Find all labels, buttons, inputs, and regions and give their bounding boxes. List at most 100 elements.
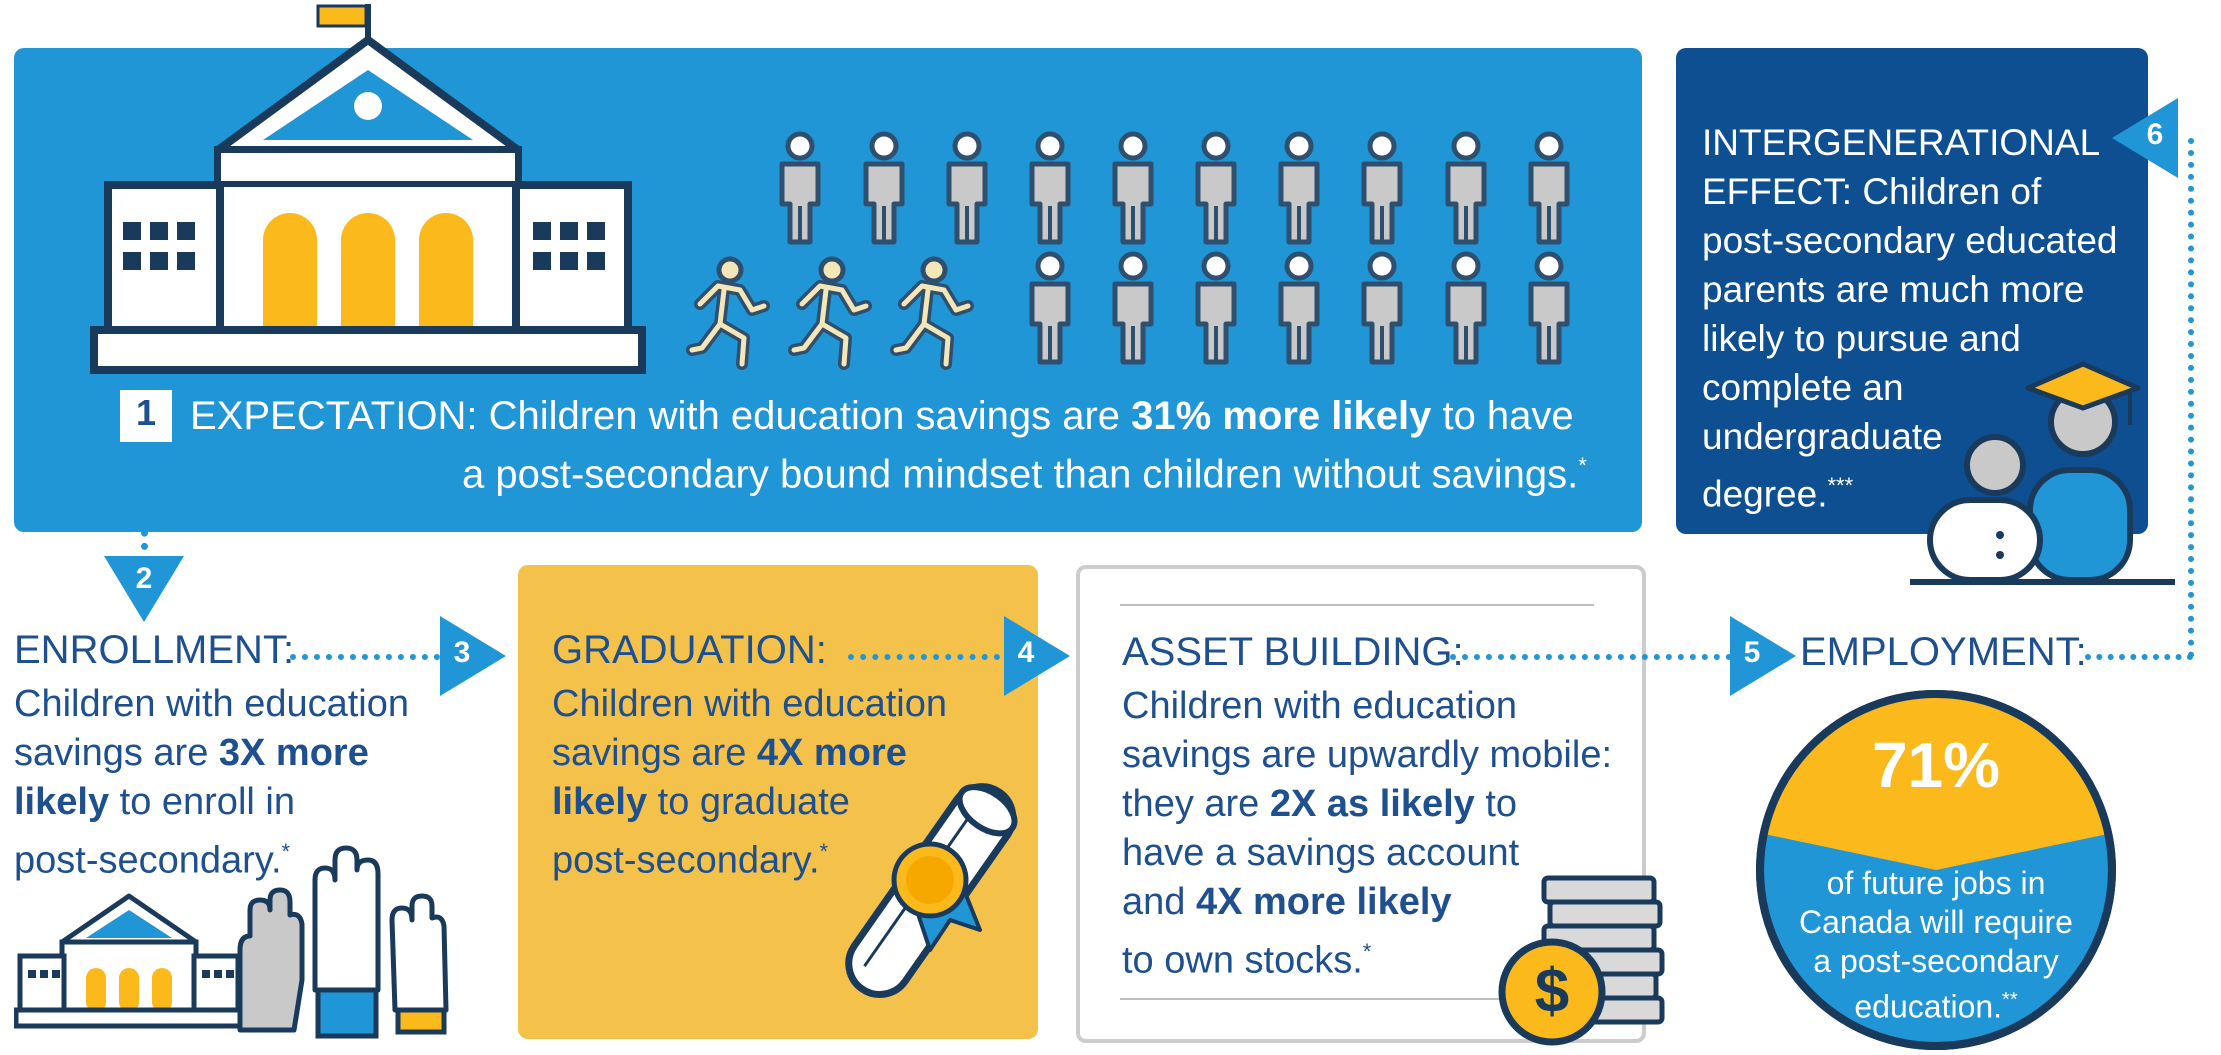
graduation-heading: GRADUATION:: [552, 628, 827, 672]
person-standing-icon: [1032, 254, 1068, 362]
diploma-icon: [845, 783, 1018, 998]
person-standing-icon: [1115, 254, 1151, 362]
expectation-highlight: 31% more likely: [1131, 394, 1432, 438]
graduation-footnote: *: [819, 839, 829, 864]
enrollment-footnote: *: [281, 839, 291, 864]
asset-building-body: Children with education savings are upwa…: [1122, 682, 1612, 986]
connector-4-5: [1450, 654, 1732, 660]
enrollment-line-2-text: savings are: [14, 732, 219, 774]
person-standing-icon: [1364, 134, 1400, 242]
asset-footnote: *: [1362, 939, 1372, 964]
coins-dollar-icon: $: [1498, 875, 1665, 1046]
expectation-line-2-text: a post-secondary bound mindset than chil…: [462, 452, 1579, 497]
person-standing-icon: [1115, 134, 1151, 242]
intergenerational-line-7: undergraduate: [1702, 416, 1943, 457]
employment-heading: EMPLOYMENT:: [1800, 630, 2087, 674]
person-standing-icon: [1281, 254, 1317, 362]
step-3-number: 3: [453, 636, 471, 669]
asset-line-3: they are 2X as likely to: [1122, 780, 1612, 829]
person-standing-icon: [1198, 134, 1234, 242]
enrollment-highlight-1: 3X more: [218, 732, 369, 774]
step-1-badge: [120, 390, 172, 442]
intergenerational-footnote: ***: [1827, 473, 1854, 498]
person-standing-icon: [1364, 254, 1400, 362]
svg-text:$: $: [1535, 957, 1569, 1026]
intergenerational-line-2: EFFECT: Children of: [1702, 171, 2042, 212]
step-3-badge: [440, 616, 506, 696]
employment-line-4-text: education.: [1854, 988, 2003, 1025]
enrollment-line-3-text: to enroll in: [109, 781, 295, 823]
enrollment-highlight-2: likely: [14, 781, 110, 823]
graduation-line-3-text: to graduate: [647, 781, 850, 823]
small-school-icon: [14, 893, 244, 1029]
expectation-text-after: to have: [1431, 394, 1574, 438]
connector-1-2: [141, 450, 148, 550]
asset-line-3-after: to: [1474, 783, 1518, 825]
asset-line-2: savings are upwardly mobile:: [1122, 734, 1613, 776]
employment-body: of future jobs in Canada will require a …: [1746, 864, 2126, 1027]
asset-line-4: have a savings account: [1122, 832, 1520, 874]
enrollment-line-1: Children with education: [14, 683, 410, 725]
asset-line-6: to own stocks.*: [1122, 927, 1612, 986]
asset-building-heading: ASSET BUILDING:: [1122, 630, 1464, 674]
person-running-icon: [896, 259, 968, 364]
graduation-highlight-2: likely: [552, 781, 648, 823]
person-standing-icon: [782, 134, 818, 242]
asset-highlight-1: 2X as likely: [1269, 783, 1475, 825]
person-standing-icon: [949, 134, 985, 242]
connector-6-5-vertical: [2188, 138, 2194, 658]
employment-line-1: of future jobs in: [1826, 865, 2046, 901]
enrollment-line-4: post-secondary.*: [14, 827, 409, 886]
step-5-number: 5: [1743, 636, 1761, 669]
expectation-footnote: *: [1578, 453, 1587, 478]
intergenerational-line-4: parents are much more: [1702, 269, 2085, 310]
intergenerational-line-3: post-secondary educated: [1702, 220, 2118, 261]
employment-pie: [1756, 690, 2116, 1050]
graduation-line-2-text: savings are: [552, 732, 757, 774]
step-1-number: 1: [135, 392, 157, 433]
step-2-badge: [104, 556, 184, 622]
person-standing-icon: [1448, 254, 1484, 362]
enrollment-heading: ENROLLMENT:: [14, 628, 295, 672]
asset-line-5-text: and: [1122, 881, 1196, 923]
graduation-line-3: likely to graduate: [552, 778, 947, 827]
school-building-icon: [90, 4, 646, 374]
person-standing-icon: [1531, 254, 1567, 362]
step-5-badge: [1730, 616, 1796, 696]
intergenerational-line-5: likely to pursue and: [1702, 318, 2021, 359]
person-running-icon: [794, 259, 866, 364]
expectation-text-before: Children with education savings are: [477, 394, 1132, 438]
graduation-highlight-1: 4X more: [756, 732, 907, 774]
enrollment-line-2: savings are 3X more: [14, 729, 409, 778]
step-6-number: 6: [2146, 118, 2164, 151]
enrollment-line-3: likely to enroll in: [14, 778, 409, 827]
connector-6-5-horizontal: [2085, 654, 2193, 660]
ornament-top: [1120, 604, 1594, 606]
employment-line-4: education.**: [1746, 981, 2126, 1027]
connector-3-4: [848, 654, 1000, 660]
person-standing-icon: [1198, 254, 1234, 362]
enrollment-body: Children with education savings are 3X m…: [14, 680, 409, 886]
person-running-icon: [692, 259, 764, 364]
intergenerational-line-6: complete an: [1702, 367, 1904, 408]
graduate-parent-icon: [1910, 361, 2175, 585]
intergenerational-line-8-text: degree.: [1702, 473, 1828, 515]
employment-line-2: Canada will require: [1799, 904, 2073, 940]
employment-footnote: **: [2002, 989, 2018, 1011]
graduation-line-4: post-secondary.*: [552, 827, 947, 886]
expectation-heading: EXPECTATION:: [190, 394, 478, 438]
enrollment-line-4-text: post-secondary.: [14, 839, 282, 882]
step-6-badge: [2112, 98, 2178, 178]
intergenerational-text: INTERGENERATIONAL EFFECT: Children of po…: [1702, 118, 2118, 518]
expectation-line-2: a post-secondary bound mindset than chil…: [462, 442, 1587, 498]
employment-percent: 71%: [1871, 729, 2001, 801]
graduation-body: Children with education savings are 4X m…: [552, 680, 947, 886]
connector-2-3: [290, 654, 440, 660]
graduation-line-1: Children with education: [552, 683, 948, 725]
person-standing-icon: [1032, 134, 1068, 242]
person-standing-icon: [1281, 134, 1317, 242]
people-grid: [680, 130, 1600, 380]
graduation-line-4-text: post-secondary.: [552, 839, 820, 882]
asset-line-6-text: to own stocks.: [1122, 939, 1363, 982]
intergenerational-line-1: INTERGENERATIONAL: [1702, 122, 2101, 163]
